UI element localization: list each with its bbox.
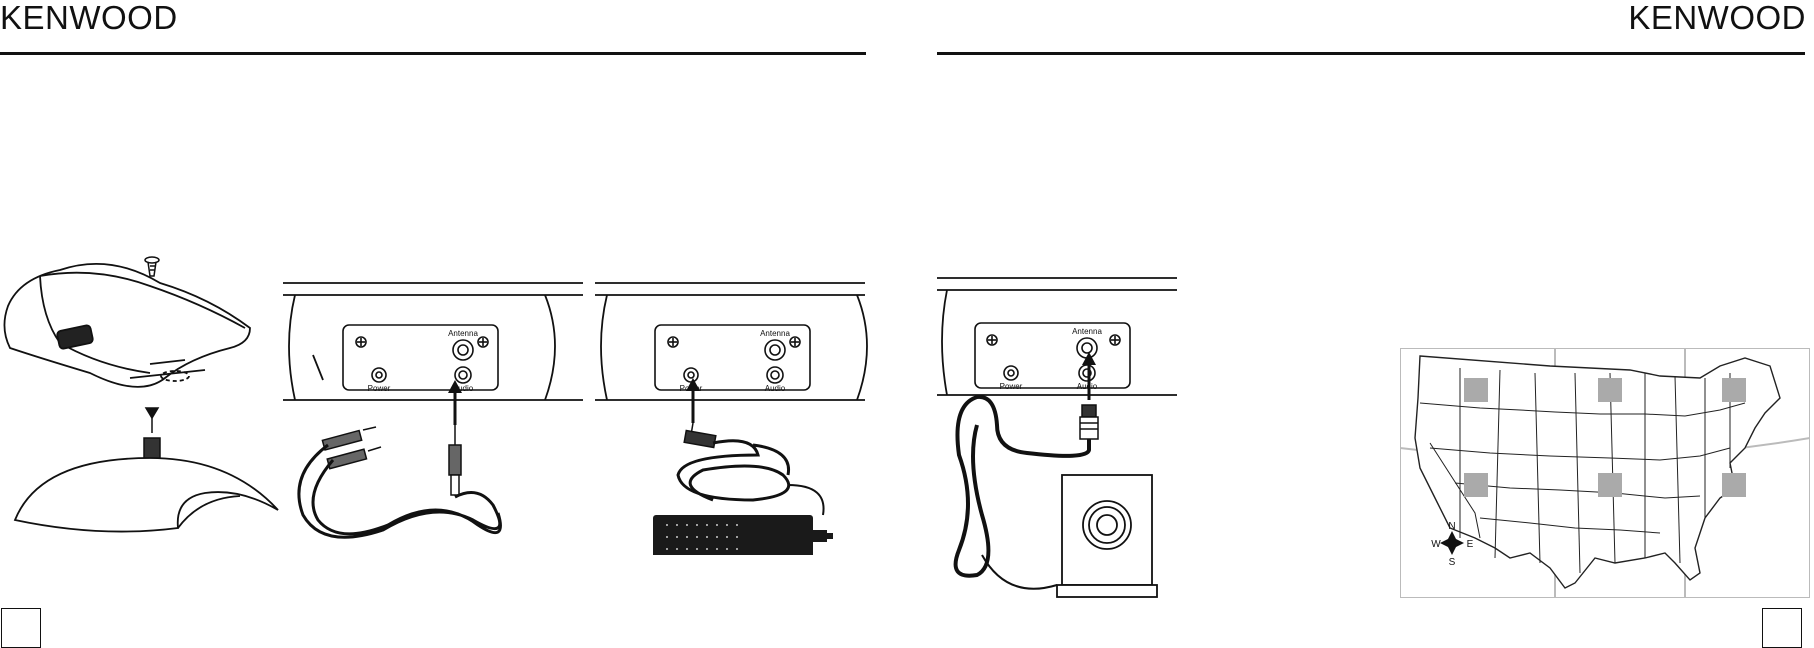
state-lines (1419, 368, 1746, 574)
speaker-bar-left (283, 282, 583, 401)
audio-label: Audio (1077, 382, 1098, 391)
audio-cable (297, 443, 502, 539)
power-adapter (653, 515, 833, 555)
kenwood-logo-right: KENWOOD (1628, 0, 1806, 36)
compass-w: W (1431, 539, 1441, 550)
arrow-up-icon (686, 378, 700, 423)
page-number-box-right (1762, 608, 1802, 648)
kenwood-logo-left: KENWOOD (0, 0, 178, 36)
base-stand (13, 457, 279, 533)
region-markers (1464, 378, 1746, 497)
compass-s: S (1449, 557, 1456, 568)
audio-label: Audio (453, 384, 474, 393)
rear-panel-right (654, 324, 811, 391)
antenna-label: Antenna (448, 329, 478, 338)
dock-mounting-illustration (3, 256, 279, 533)
arrow-up-icon (1082, 352, 1096, 400)
power-plug (683, 422, 717, 449)
compass-icon: N S W E (1431, 521, 1473, 568)
audio-label: Audio (765, 384, 786, 393)
antenna-connector (1079, 404, 1099, 440)
power-label: Power (1000, 382, 1023, 391)
antenna-label: Antenna (760, 329, 790, 338)
arrow-up-icon (448, 380, 462, 425)
compass-e: E (1467, 539, 1474, 550)
speaker-bar-right (595, 282, 868, 401)
antenna-wire-loop (953, 394, 1091, 578)
us-outline (1414, 355, 1781, 589)
compass-n: N (1448, 521, 1455, 532)
page-number-box-left (1, 608, 41, 648)
audio-connection-illustration: Antenna Power Audio Antenna Power Audio (283, 282, 868, 555)
rear-panel-left (342, 324, 499, 391)
power-cable-coil (676, 439, 791, 502)
adapter-dots (666, 524, 738, 550)
header-rule-right (937, 52, 1805, 55)
screw-icon (144, 256, 160, 277)
mini-jack-plug (448, 425, 462, 496)
antenna-connection-illustration: Antenna Power Audio (937, 277, 1177, 598)
antenna-label: Antenna (1072, 327, 1102, 336)
power-label: Power (368, 384, 391, 393)
rca-plugs (321, 426, 382, 470)
loop-antenna-box (1056, 474, 1158, 598)
dock-body (3, 262, 251, 388)
header-rule-left (0, 52, 866, 55)
us-coverage-map: N S W E (1400, 348, 1810, 598)
rear-panel-antenna (974, 322, 1131, 389)
